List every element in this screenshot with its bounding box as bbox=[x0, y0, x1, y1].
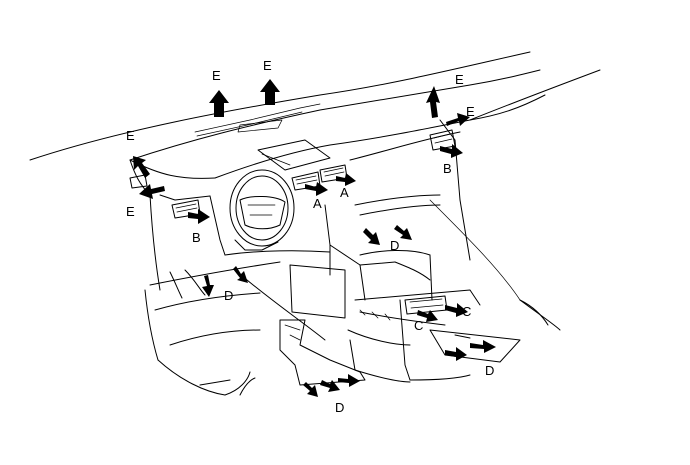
vent-labels: E E E E E E B B A A D D C C D D bbox=[126, 58, 494, 415]
label-c-left: C bbox=[414, 318, 423, 333]
arrow-down-right-icon bbox=[320, 380, 340, 392]
arrow-up-icon bbox=[209, 90, 229, 117]
arrow-right-icon bbox=[338, 374, 360, 387]
vent-right bbox=[429, 129, 456, 151]
arrow-up-icon bbox=[426, 86, 440, 118]
arrow-up-left-icon bbox=[133, 156, 150, 178]
label-c-right: C bbox=[462, 304, 471, 319]
label-e-defrost-left: E bbox=[212, 68, 221, 83]
arrow-right-icon bbox=[440, 144, 463, 158]
label-e-side-right-upper: E bbox=[455, 72, 464, 87]
arrow-down-right-icon bbox=[417, 310, 438, 322]
vent-rear bbox=[404, 295, 448, 315]
dashboard-outline bbox=[29, 51, 601, 396]
arrow-right-icon bbox=[445, 303, 468, 317]
arrow-right-icon bbox=[188, 209, 210, 224]
label-b-right: B bbox=[443, 161, 452, 176]
arrow-up-icon bbox=[260, 79, 280, 105]
label-e-side-right-lower: E bbox=[466, 104, 475, 119]
label-e-side-left-lower: E bbox=[126, 204, 135, 219]
arrow-down-right-icon bbox=[233, 266, 248, 283]
label-a-right: A bbox=[340, 185, 349, 200]
airflow-arrows bbox=[133, 79, 496, 397]
arrow-down-right-icon bbox=[394, 225, 412, 240]
label-d-rear-center: D bbox=[335, 400, 344, 415]
arrow-right-icon bbox=[305, 182, 328, 196]
arrow-right-icon bbox=[336, 173, 356, 186]
arrow-down-right-icon bbox=[363, 228, 380, 245]
label-b-left: B bbox=[192, 230, 201, 245]
vent-left-side bbox=[129, 174, 148, 189]
label-d-rear-right: D bbox=[485, 363, 494, 378]
arrow-right-icon bbox=[445, 347, 467, 361]
arrow-right-icon bbox=[470, 340, 496, 353]
arrow-left-icon bbox=[139, 184, 165, 199]
label-e-side-left-upper: E bbox=[126, 128, 135, 143]
arrow-right-icon bbox=[446, 113, 470, 126]
steering-wheel bbox=[229, 169, 295, 251]
arrow-down-icon bbox=[202, 275, 214, 297]
label-d-front-left: D bbox=[224, 288, 233, 303]
label-e-defrost-right: E bbox=[263, 58, 272, 73]
label-d-front-right: D bbox=[390, 238, 399, 253]
label-a-left: A bbox=[313, 196, 322, 211]
arrow-down-icon bbox=[303, 382, 318, 397]
